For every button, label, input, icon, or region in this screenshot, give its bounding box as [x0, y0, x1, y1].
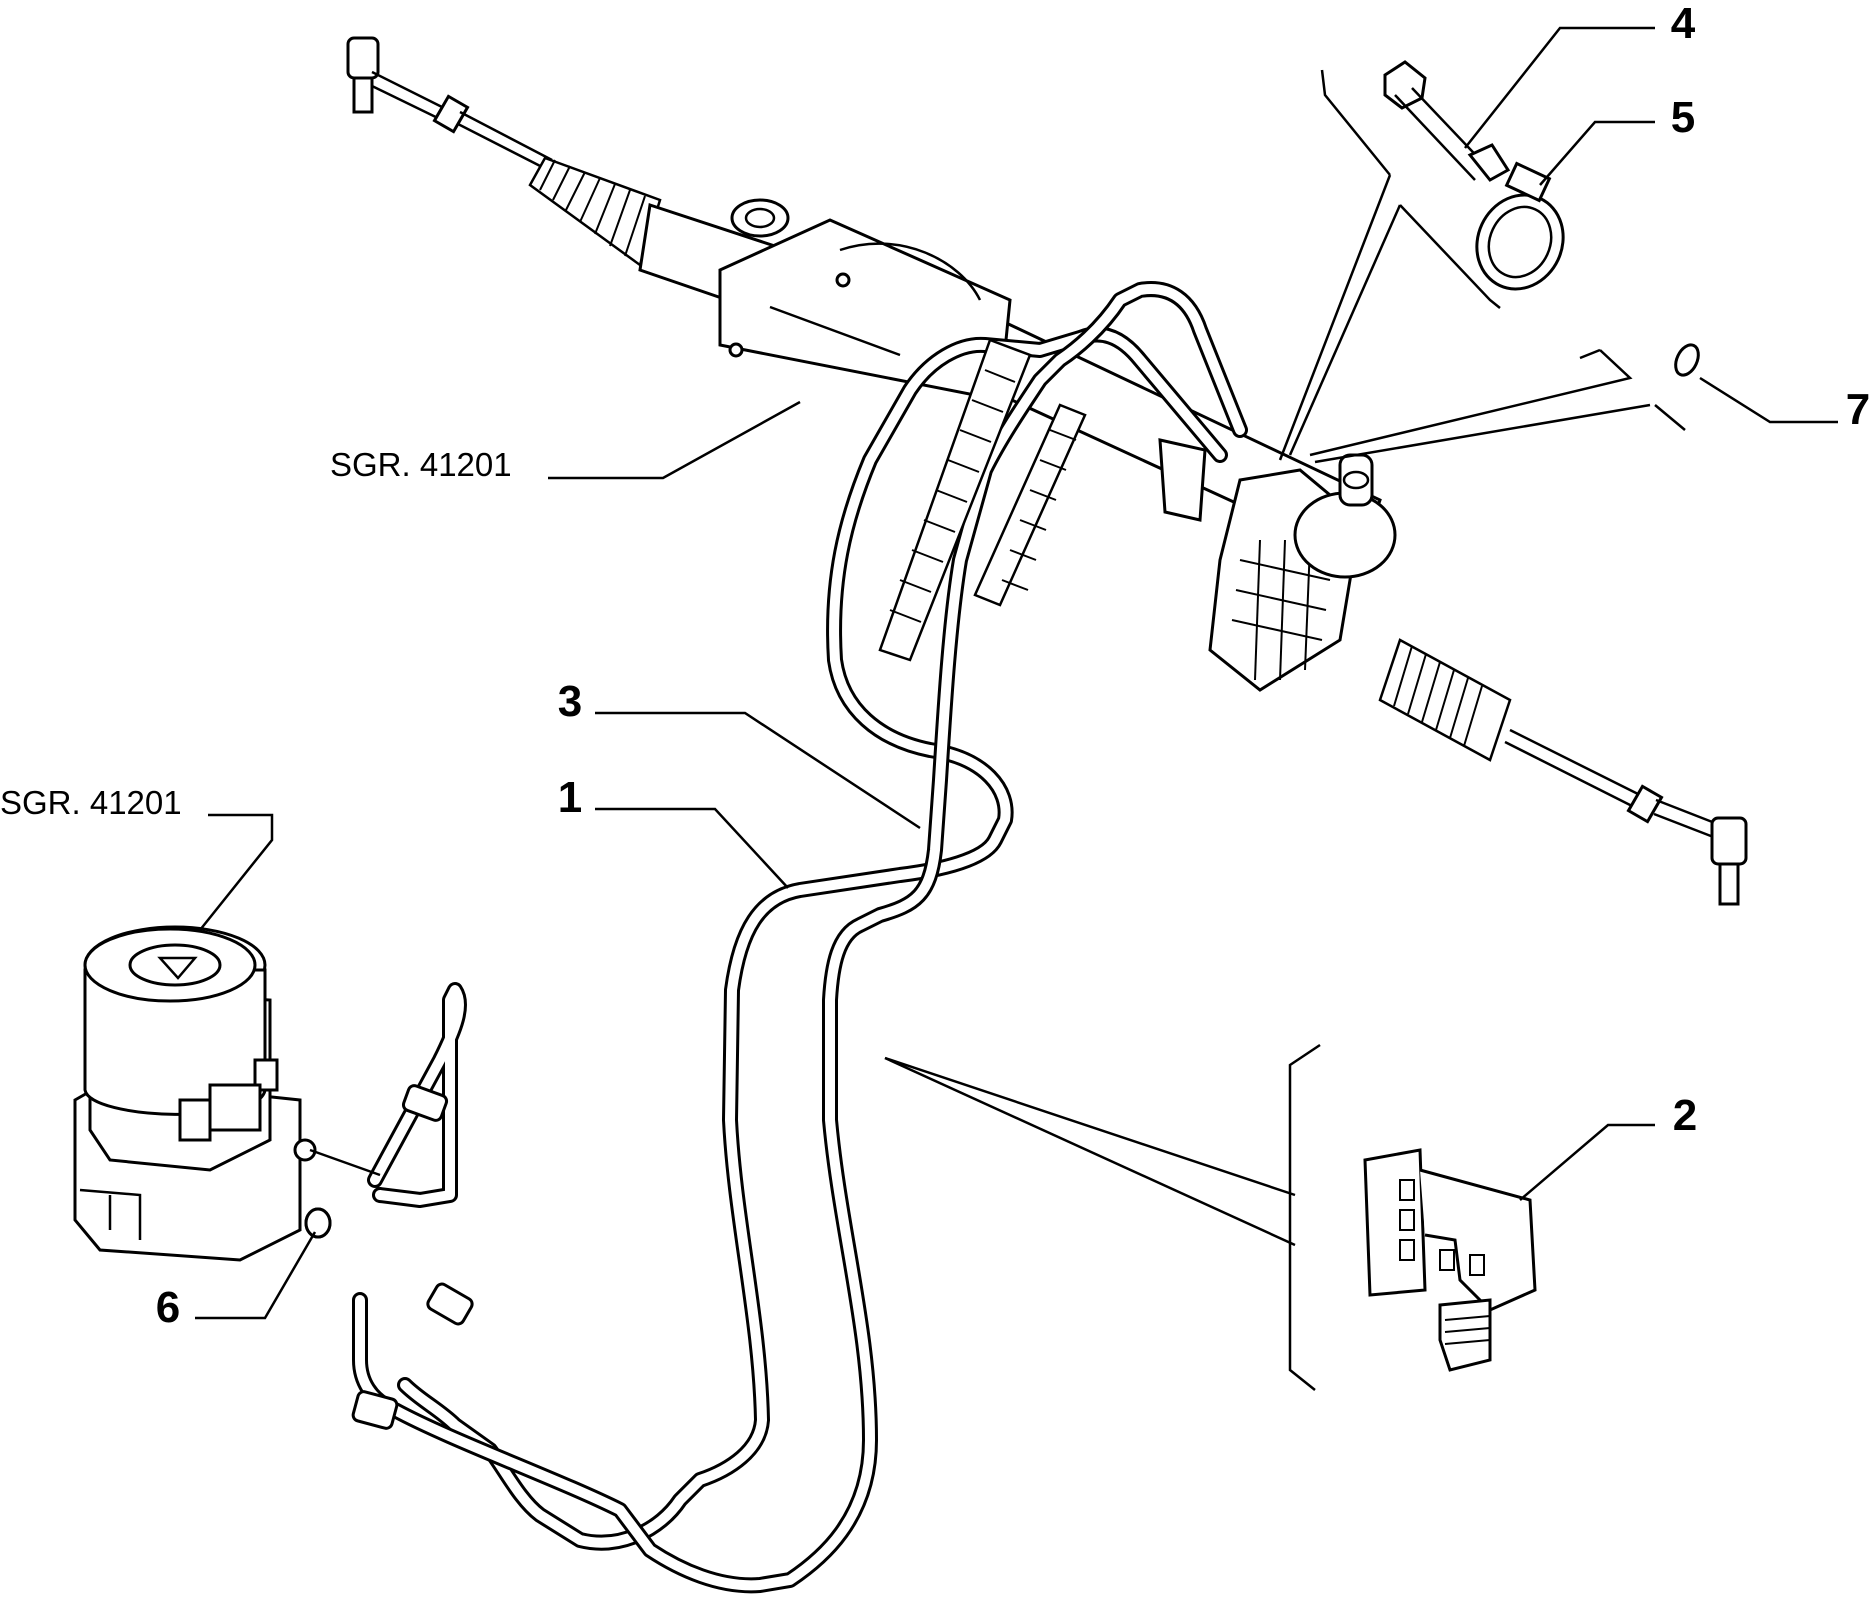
bolt-part-4	[1383, 60, 1511, 182]
callout-1: 1	[558, 773, 582, 822]
callout-7: 7	[1846, 385, 1870, 434]
callout-3: 3	[558, 677, 582, 726]
callout-4: 4	[1671, 0, 1696, 48]
callout-5: 5	[1671, 93, 1695, 142]
o-ring-part-6	[304, 1207, 332, 1239]
leader-lines	[195, 26, 1838, 1391]
power-steering-pump	[73, 925, 381, 1262]
hydraulic-pipes	[351, 281, 1248, 1594]
pipe-clip-part-2	[1363, 1148, 1537, 1372]
callout-2: 2	[1673, 1091, 1697, 1140]
o-ring-part-7	[1674, 343, 1700, 377]
callout-6: 6	[156, 1283, 180, 1332]
ref-sgr-rack: SGR. 41201	[330, 446, 512, 483]
hose-clamp-part-5	[1475, 161, 1565, 291]
ref-sgr-pump: SGR. 41201	[0, 784, 182, 821]
